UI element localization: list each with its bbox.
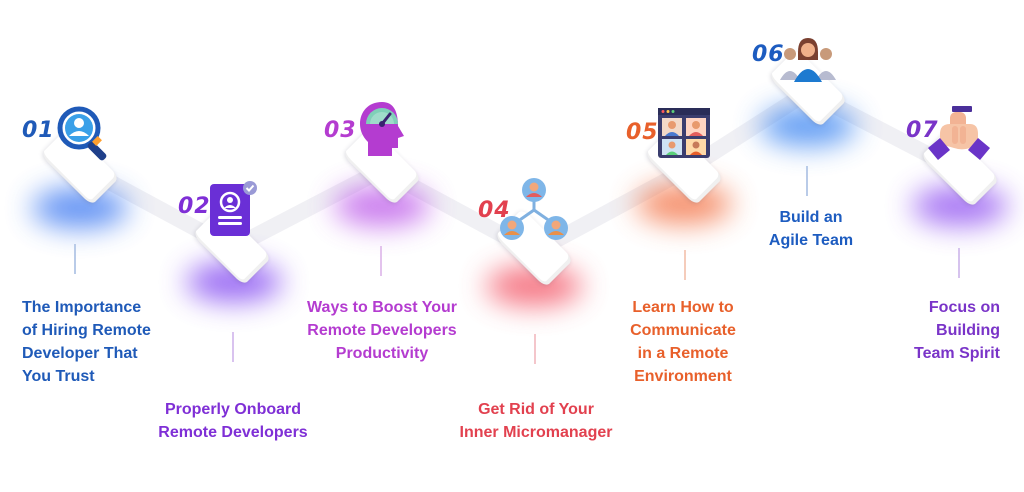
step-06-divider	[806, 166, 808, 196]
step-02-label: Properly Onboard Remote Developers	[148, 398, 318, 444]
step-01-number: 01	[22, 118, 55, 143]
step-03-label: Ways to Boost Your Remote Developers Pro…	[296, 296, 468, 365]
step-06-label-line-2: Agile Team	[768, 232, 854, 249]
step-01-divider	[74, 244, 76, 274]
step-05-label-line-4: Environment	[634, 368, 732, 385]
step-06-label: Build an Agile Team	[752, 206, 870, 252]
head-gauge-icon	[360, 102, 404, 156]
step-03-number: 03	[324, 118, 357, 143]
micromanager-network-icon	[500, 178, 568, 240]
step-07-divider	[958, 248, 960, 278]
step-02-label-line-1: Properly Onboard	[164, 401, 302, 418]
step-02-label-line-2: Remote Developers	[158, 424, 308, 441]
step-01-label-line-2: of Hiring Remote	[22, 322, 151, 339]
step-01-label-line-1: The Importance	[22, 299, 142, 316]
step-04-divider	[534, 334, 536, 364]
step-05-label-line-3: in a Remote	[637, 345, 729, 362]
step-07-label-line-1: Focus on	[928, 299, 1000, 316]
step-06-label-line-1: Build an	[779, 209, 843, 226]
step-02-divider	[232, 332, 234, 362]
team-group-icon	[780, 38, 836, 82]
step-07-label-line-2: Building	[936, 322, 1000, 339]
step-03-label-line-1: Ways to Boost Your	[307, 299, 457, 316]
step-01-label-line-3: Developer That	[22, 345, 138, 362]
step-04-label-line-1: Get Rid of Your	[478, 401, 594, 418]
step-04-label-line-2: Inner Micromanager	[459, 424, 613, 441]
video-call-icon	[658, 108, 710, 158]
step-01-label: The Importance of Hiring Remote Develope…	[22, 296, 151, 388]
step-05-label-line-2: Communicate	[630, 322, 736, 339]
step-03-divider	[380, 246, 382, 276]
step-05-number: 05	[626, 120, 659, 145]
step-07-label: Focus on Building Team Spirit	[880, 296, 1000, 365]
search-user-icon	[57, 106, 107, 161]
step-01-label-line-4: You Trust	[22, 368, 95, 385]
step-05-label: Learn How to Communicate in a Remote Env…	[608, 296, 758, 388]
step-03-label-line-3: Productivity	[335, 345, 429, 362]
profile-document-icon	[210, 181, 257, 236]
step-05-label-line-1: Learn How to	[632, 299, 734, 316]
step-05-divider	[684, 250, 686, 280]
step-02-number: 02	[178, 194, 211, 219]
step-06-number: 06	[752, 42, 785, 67]
step-04-label: Get Rid of Your Inner Micromanager	[444, 398, 628, 444]
step-07-number: 07	[906, 118, 939, 143]
step-03-label-line-2: Remote Developers	[307, 322, 457, 339]
step-07-label-line-3: Team Spirit	[914, 345, 1000, 362]
stacked-hands-icon	[928, 106, 990, 160]
